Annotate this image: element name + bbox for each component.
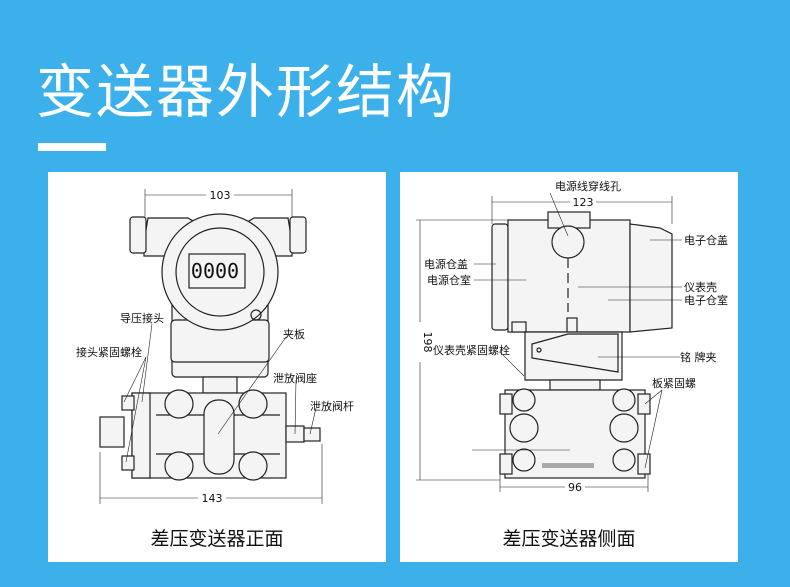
label-housing: 仪表壳: [684, 280, 717, 294]
dim-103: 103: [210, 189, 231, 202]
label-connector-bolt: 接头紧固螺栓: [76, 345, 142, 359]
label-plate-bolt: 板紧固螺: [652, 376, 696, 390]
label-electronics-cover: 电子仓盖: [684, 233, 728, 247]
label-nameplate-clip: 铭 牌夹: [680, 350, 717, 364]
dim-123: 123: [573, 196, 594, 209]
side-view-panel: 电源线穿线孔 123 198 96: [400, 172, 738, 562]
display-readout: 0000: [191, 259, 239, 283]
dim-143: 143: [202, 492, 223, 505]
title-underline: [38, 143, 106, 151]
label-clamp-plate: 夹板: [283, 327, 305, 341]
side-view-drawing: 电源线穿线孔 123 198 96: [416, 179, 728, 494]
label-power-chamber: 电源仓室: [427, 273, 471, 287]
front-view-drawing: 103 0000 143 导压接头 接头紧固螺栓 夹板 泄放阀座 泄放阀杆: [76, 189, 354, 505]
label-electronics-chamber: 电子仓室: [684, 293, 728, 307]
front-view-panel: 103 0000 143 导压接头 接头紧固螺栓 夹板 泄放阀座 泄放阀杆: [48, 172, 386, 562]
label-drain-valve-seat: 泄放阀座: [273, 371, 317, 385]
side-view-caption: 差压变送器侧面: [502, 528, 636, 550]
dim-96: 96: [568, 481, 582, 494]
label-power-cover: 电源仓盖: [424, 257, 468, 271]
dim-198: 198: [421, 332, 434, 353]
label-drain-valve-stem: 泄放阀杆: [310, 399, 354, 413]
front-view-caption: 差压变送器正面: [150, 528, 284, 550]
label-cable-entry: 电源线穿线孔: [555, 179, 621, 193]
page-title: 变送器外形结构: [36, 58, 457, 126]
label-pressure-connector: 导压接头: [120, 312, 164, 325]
label-housing-bolt: 仪表壳紧固螺栓: [433, 343, 510, 357]
